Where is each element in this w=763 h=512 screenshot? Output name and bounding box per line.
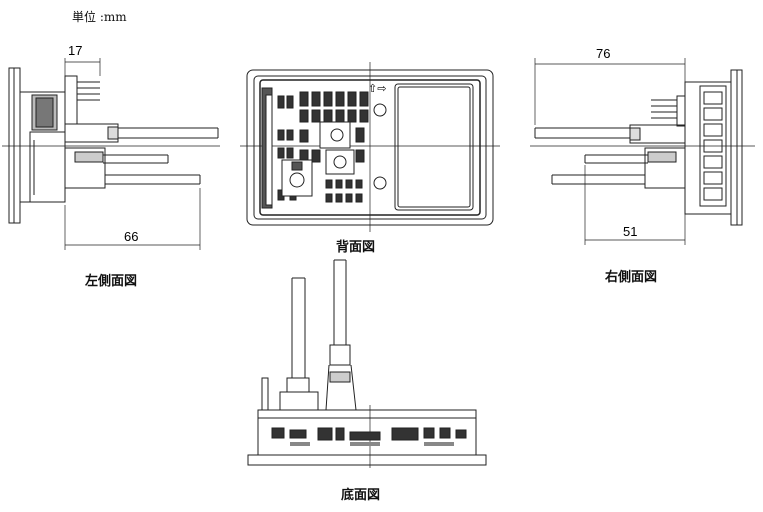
caption-left-side-view: 左側面図 [85,274,138,289]
left-side-view [2,58,220,250]
caption-bottom-view: 底面図 [341,488,381,503]
right-side-view [530,58,755,245]
dim-left-top: 17 [68,43,82,58]
back-view: ⇧⇨ [240,62,500,232]
caption-right-side-view: 右側面図 [605,270,658,285]
caption-back-view: 背面図 [336,240,376,255]
dim-right-bottom: 51 [623,224,637,239]
unit-label: 単位 :mm [72,10,127,24]
dim-right-top: 76 [596,46,610,61]
svg-text:⇧⇨: ⇧⇨ [368,82,386,95]
dim-left-bottom: 66 [124,229,138,244]
bottom-view [247,259,487,468]
